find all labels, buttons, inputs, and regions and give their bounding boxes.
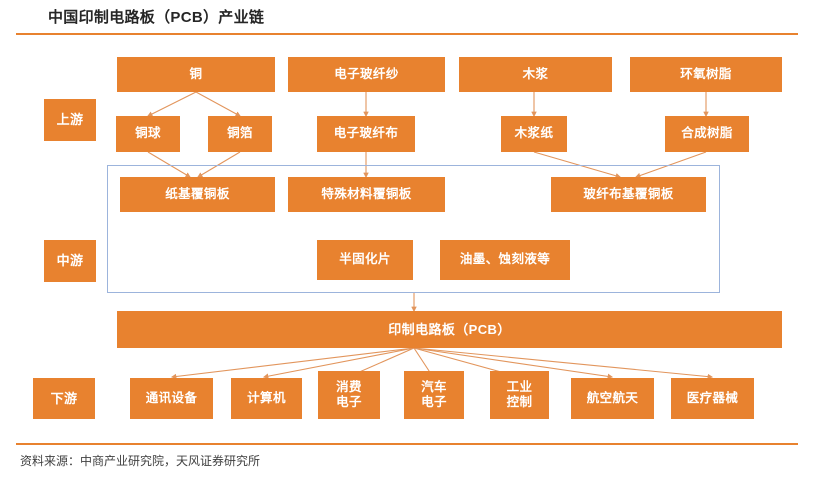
node-epoxy-resin[interactable]: 环氧树脂 (630, 57, 782, 92)
node-special-material-ccl[interactable]: 特殊材料覆铜板 (288, 177, 445, 212)
node-wood-pulp[interactable]: 木浆 (459, 57, 612, 92)
node-copper-ball[interactable]: 铜球 (116, 116, 180, 152)
node-copper-foil[interactable]: 铜箔 (208, 116, 272, 152)
footer-divider (16, 443, 798, 445)
node-glass-fiber-cloth[interactable]: 电子玻纤布 (317, 116, 415, 152)
node-computer[interactable]: 计算机 (231, 378, 302, 419)
node-copper[interactable]: 铜 (117, 57, 275, 92)
source-note: 资料来源：中商产业研究院，天风证券研究所 (20, 454, 261, 468)
node-pcb[interactable]: 印制电路板（PCB） (117, 311, 782, 348)
midstream-container (107, 165, 720, 293)
node-synthetic-resin[interactable]: 合成树脂 (665, 116, 749, 152)
node-glass-fiber-yarn[interactable]: 电子玻纤纱 (288, 57, 445, 92)
node-industrial-control[interactable]: 工业 控制 (490, 371, 549, 419)
node-consumer-electronics[interactable]: 消费 电子 (318, 371, 380, 419)
node-ink-etchant[interactable]: 油墨、蚀刻液等 (440, 240, 570, 280)
stage-label-midstream: 中游 (44, 240, 96, 282)
stage-label-downstream: 下游 (33, 378, 95, 419)
node-prepreg[interactable]: 半固化片 (317, 240, 413, 280)
node-automotive-electronics[interactable]: 汽车 电子 (404, 371, 464, 419)
node-communication-equipment[interactable]: 通讯设备 (130, 378, 213, 419)
node-wood-pulp-paper[interactable]: 木浆纸 (501, 116, 567, 152)
title-divider (16, 33, 798, 35)
node-paper-base-ccl[interactable]: 纸基覆铜板 (120, 177, 275, 212)
stage-label-upstream: 上游 (44, 99, 96, 141)
node-glass-fiber-base-ccl[interactable]: 玻纤布基覆铜板 (551, 177, 706, 212)
page-title: 中国印制电路板（PCB）产业链 (48, 9, 265, 26)
node-aerospace[interactable]: 航空航天 (571, 378, 654, 419)
node-medical-devices[interactable]: 医疗器械 (671, 378, 754, 419)
